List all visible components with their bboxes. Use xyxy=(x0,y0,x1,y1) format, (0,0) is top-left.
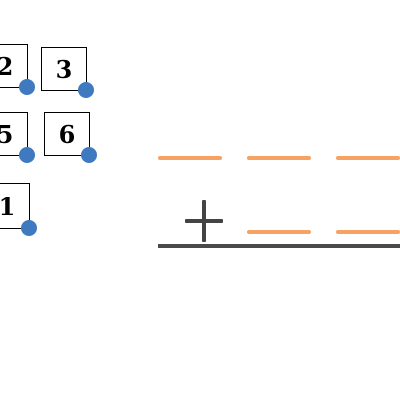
tile-label: 6 xyxy=(58,119,76,149)
tile-label: 1 xyxy=(0,191,16,221)
number-tile-5[interactable]: 5 xyxy=(0,112,35,163)
addend-bottom-ones-slot[interactable] xyxy=(336,230,400,234)
number-tile-3[interactable]: 3 xyxy=(41,47,94,98)
addend-top-hundreds-slot[interactable] xyxy=(158,156,222,160)
addend-bottom-tens-slot[interactable] xyxy=(247,230,311,234)
plus-icon xyxy=(185,200,223,242)
drag-handle[interactable] xyxy=(19,79,35,95)
drag-handle[interactable] xyxy=(81,147,97,163)
tile-label: 3 xyxy=(55,54,73,84)
drag-handle[interactable] xyxy=(78,82,94,98)
addend-top-tens-slot[interactable] xyxy=(247,156,311,160)
number-tile-6[interactable]: 6 xyxy=(44,112,97,163)
addend-top-ones-slot[interactable] xyxy=(336,156,400,160)
sum-line xyxy=(158,244,400,248)
tile-label: 5 xyxy=(0,119,14,149)
drag-handle[interactable] xyxy=(19,147,35,163)
number-tile-1[interactable]: 1 xyxy=(0,183,37,236)
tile-label: 2 xyxy=(0,51,14,81)
number-tile-2[interactable]: 2 xyxy=(0,44,35,95)
drag-handle[interactable] xyxy=(21,220,37,236)
